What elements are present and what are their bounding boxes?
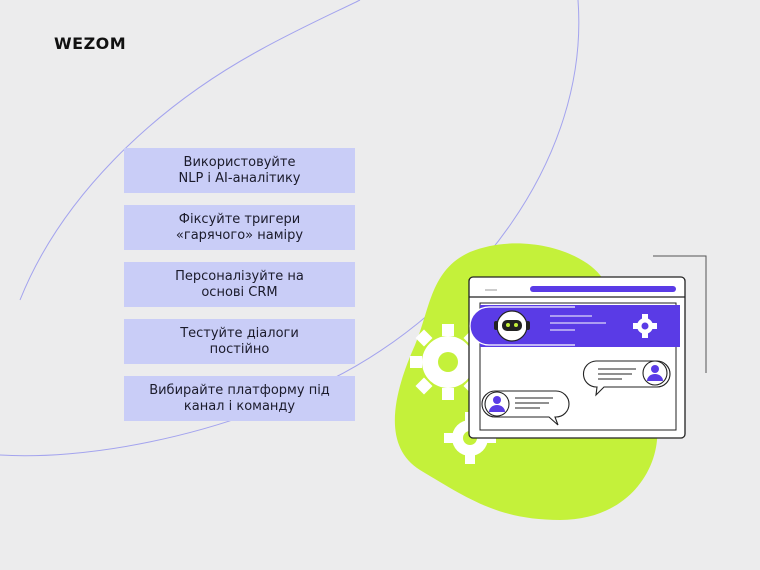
step-item: Фіксуйте тригери «гарячого» наміру (124, 205, 355, 250)
step-item: Тестуйте діалоги постійно (124, 319, 355, 364)
brand-logo: WEZOM (54, 34, 127, 53)
robot-icon (494, 310, 530, 342)
user-avatar-icon (642, 360, 668, 386)
step-item: Вибирайте платформу під канал і команду (124, 376, 355, 421)
user-avatar-icon (484, 391, 510, 417)
steps-list: Використовуйте NLP і AI-аналітику Фіксуй… (124, 148, 355, 433)
step-item: Використовуйте NLP і AI-аналітику (124, 148, 355, 193)
step-item: Персоналізуйте на основі CRM (124, 262, 355, 307)
